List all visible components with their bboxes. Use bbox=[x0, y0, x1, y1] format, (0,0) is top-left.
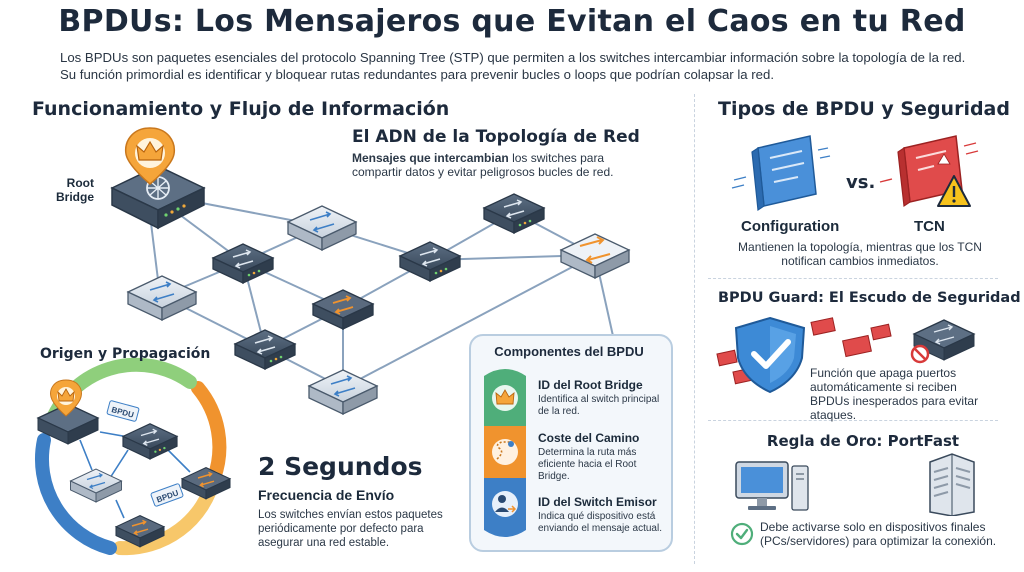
crown-icon bbox=[492, 385, 518, 411]
switch-node bbox=[127, 275, 197, 321]
guard-title: BPDU Guard: El Escudo de Seguridad bbox=[718, 290, 1021, 306]
portfast-title: Regla de Oro: PortFast bbox=[766, 432, 960, 450]
configuration-bpdu-icon bbox=[731, 135, 831, 212]
vs-label: vs. bbox=[846, 172, 876, 193]
switch-node bbox=[234, 329, 296, 370]
portfast-text: Debe activarse solo en dispositivos fina… bbox=[760, 520, 997, 548]
frequency-text: Los switches envían estos paquetes perió… bbox=[258, 509, 443, 549]
switch-node-highlighted bbox=[559, 233, 631, 280]
component-path-cost: Coste del Camino Determina la ruta más e… bbox=[538, 431, 666, 483]
component-title: ID del Root Bridge bbox=[538, 378, 643, 392]
switch-node bbox=[69, 468, 123, 503]
shield-check-icon bbox=[734, 316, 806, 394]
warning-icon bbox=[937, 175, 971, 207]
tcn-label: TCN bbox=[914, 218, 945, 235]
component-sender-id: ID del Switch Emisor Indica qué disposit… bbox=[538, 495, 666, 535]
adn-title: El ADN de la Topología de Red bbox=[352, 127, 640, 147]
guard-text: Función que apaga puertos automáticament… bbox=[810, 366, 979, 422]
origin-title: Origen y Propagación bbox=[40, 346, 211, 362]
crown-marker-icon bbox=[124, 127, 176, 185]
types-text: Mantienen la topología, mientras que los… bbox=[738, 240, 982, 268]
switch-node bbox=[212, 243, 274, 284]
origin-root-switch bbox=[36, 379, 100, 445]
adn-text-bold: Mensajes que intercambian bbox=[352, 151, 509, 165]
root-bridge-label: Root Bridge bbox=[56, 176, 94, 204]
bpdu-packet-icon: BPDU bbox=[106, 400, 140, 422]
root-bridge-switch bbox=[110, 165, 206, 230]
component-text: Indica qué dispositivo está enviando el … bbox=[538, 511, 662, 534]
blocked-icon bbox=[910, 344, 930, 364]
pc-icon bbox=[735, 461, 809, 511]
switch-node bbox=[287, 205, 357, 251]
components-column bbox=[484, 369, 526, 537]
checkmark-icon bbox=[730, 522, 754, 546]
main-title: BPDUs: Los Mensajeros que Evitan el Caos… bbox=[58, 4, 966, 39]
bpdu-types-illustration bbox=[731, 135, 979, 212]
route-icon bbox=[492, 439, 518, 465]
section-divider-2 bbox=[708, 420, 998, 422]
column-divider bbox=[694, 94, 696, 564]
tcn-bpdu-icon bbox=[879, 135, 979, 208]
server-icon bbox=[929, 453, 975, 516]
end-devices-illustration bbox=[735, 453, 975, 516]
switch-node bbox=[122, 423, 178, 460]
user-switch-icon bbox=[492, 491, 518, 517]
propagation-arrows bbox=[79, 431, 191, 519]
adn-text: Mensajes que intercambian los switches p… bbox=[352, 151, 632, 179]
adn-text-rest: los switches para compartir datos y evit… bbox=[352, 151, 614, 179]
intro-text: Los BPDUs son paquetes esenciales del pr… bbox=[60, 50, 966, 82]
switch-node bbox=[483, 193, 545, 234]
component-root-bridge: ID del Root Bridge Identifica al switch … bbox=[538, 378, 666, 418]
component-text: Identifica al switch principal de la red… bbox=[538, 394, 660, 417]
bpdu-packet-icon: BPDU bbox=[150, 483, 184, 507]
components-title: Componentes del BPDU bbox=[494, 344, 644, 359]
root-label-line2: Bridge bbox=[56, 190, 95, 204]
configuration-label: Configuration bbox=[741, 218, 840, 235]
bpdu-guard-illustration bbox=[716, 316, 976, 394]
root-label-line1: Root bbox=[66, 176, 94, 190]
component-title: Coste del Camino bbox=[538, 431, 640, 445]
component-text: Determina la ruta más eficiente hacia el… bbox=[538, 447, 637, 482]
guarded-switch-icon bbox=[912, 319, 976, 361]
section-title-funcionamiento: Funcionamiento y Flujo de Información bbox=[32, 98, 450, 120]
component-title: ID del Switch Emisor bbox=[538, 495, 657, 509]
frequency-title: Frecuencia de Envío bbox=[258, 487, 395, 503]
section-divider-1 bbox=[708, 278, 998, 280]
blocked-packets-icon bbox=[716, 317, 892, 385]
frequency-value: 2 Segundos bbox=[258, 452, 423, 481]
types-title: Tipos de BPDU y Seguridad bbox=[718, 98, 1010, 120]
network-diagram: BPDU BPDU bbox=[35, 127, 631, 556]
